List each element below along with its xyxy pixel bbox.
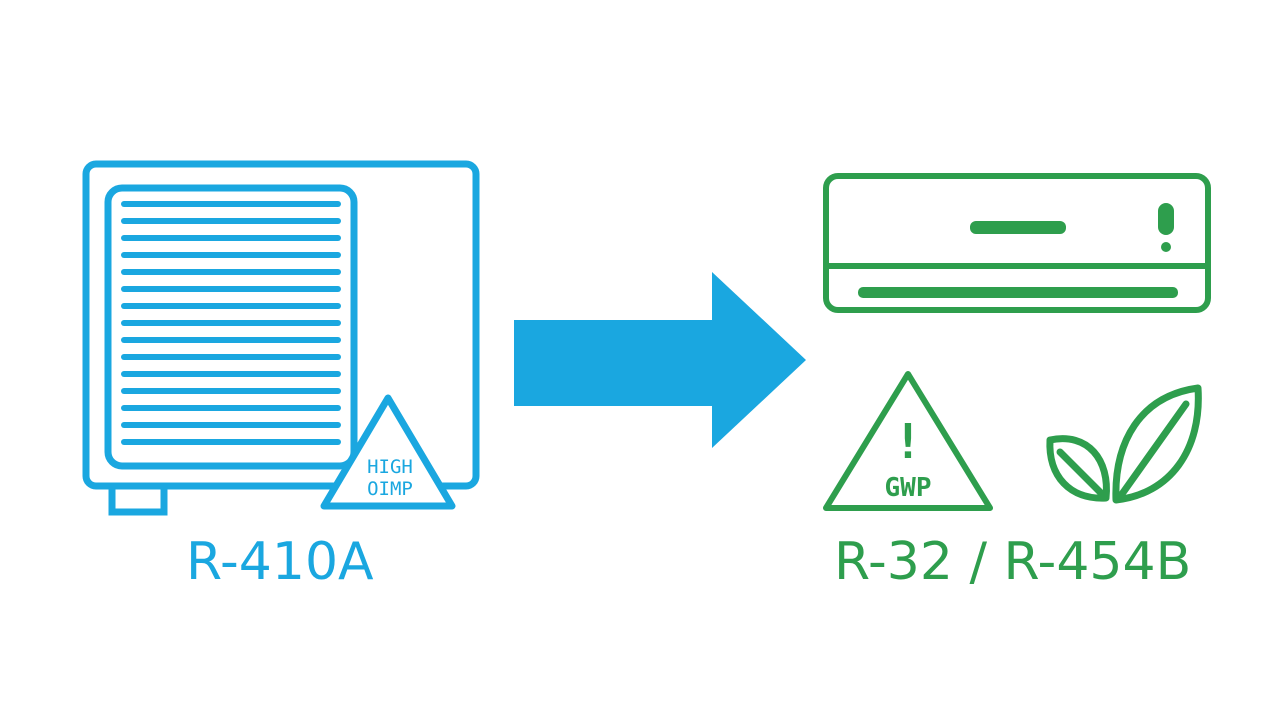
gwp-warning-mark: ! (894, 414, 923, 470)
arrow-right-icon (514, 272, 806, 448)
warning-triangle-icon: ! GWP (823, 371, 993, 511)
gwp-badge-text: GWP (885, 473, 932, 503)
warning-triangle-icon: HIGH OIMP (320, 394, 456, 510)
outdoor-condenser-icon (82, 160, 480, 516)
left-refrigerant-label: R-410A (186, 532, 374, 592)
wall-mounted-ac-icon (823, 173, 1211, 313)
high-gwp-badge-line1: HIGH (367, 456, 413, 478)
leaf-icon (1046, 384, 1202, 504)
high-gwp-badge-line2: OIMP (367, 478, 413, 500)
right-refrigerant-label: R-32 / R-454B (834, 532, 1192, 592)
